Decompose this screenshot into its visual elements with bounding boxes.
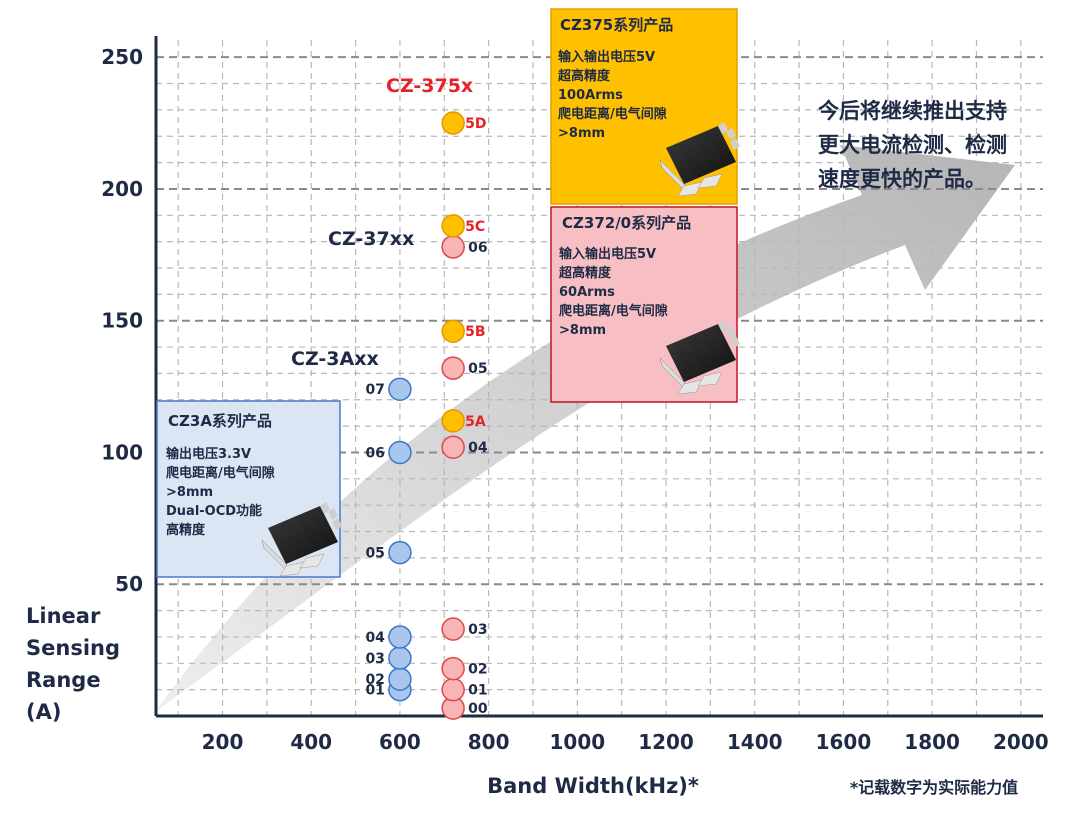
box-title: CZ372/0系列产品 (562, 214, 691, 232)
box-line: 高精度 (166, 522, 206, 538)
data-point (441, 319, 465, 343)
ic-chip-icon (261, 502, 342, 577)
box-line: 输出电压3.3V (166, 446, 251, 462)
data-point-label: 06 (468, 240, 487, 256)
data-point-label: 07 (365, 382, 384, 398)
box-line: >8mm (559, 323, 606, 338)
box-line: >8mm (558, 126, 605, 141)
annotation-line: 速度更快的产品。 (818, 167, 986, 191)
annotation-line: 更大电流检测、检测 (818, 133, 1007, 157)
ic-chip-icon (659, 122, 740, 197)
y-tick-label: 50 (115, 572, 143, 596)
box-line: 输入输出电压5V (558, 49, 655, 65)
box-line: >8mm (166, 485, 213, 500)
x-tick-labels: 200 400 600 800 1000 1200 1400 1600 1800 2000 (202, 730, 1049, 754)
data-point (441, 435, 465, 459)
box-line: 爬电距离/电气间隙 (557, 106, 667, 122)
box-line: 超高精度 (558, 68, 611, 84)
data-point-label: 00 (468, 701, 488, 717)
data-point-label: 02 (468, 662, 487, 678)
x-tick-label: 400 (290, 730, 332, 754)
data-point (388, 667, 412, 691)
box-line: 超高精度 (559, 265, 612, 281)
series-label-cz-3axx: CZ-3Axx (291, 348, 379, 370)
data-point-label: 5B (465, 324, 485, 340)
data-point-label: 03 (365, 651, 384, 667)
data-point (441, 409, 465, 433)
data-point (441, 656, 465, 681)
box-line: 爬电距离/电气间隙 (558, 303, 668, 319)
data-point-label: 05 (365, 546, 384, 562)
data-point-label: 01 (468, 683, 487, 699)
x-tick-label: 600 (379, 730, 421, 754)
y-tick-label: 100 (101, 440, 143, 464)
data-point-label: 05 (468, 361, 487, 377)
x-tick-label: 200 (202, 730, 244, 754)
y-tick-label: 200 (101, 177, 143, 201)
data-point (441, 111, 465, 135)
annotation-line: 今后将继续推出支持 (818, 99, 1007, 123)
box-line: 爬电距离/电气间隙 (165, 465, 275, 481)
x-tick-label: 1200 (638, 730, 694, 754)
data-point (441, 617, 465, 641)
cz372-product-box: CZ372/0系列产品 输入输出电压5V 超高精度 60Arms 爬电距离/电气… (550, 206, 740, 403)
data-point-label: 5C (465, 219, 485, 235)
data-point-label: 5A (465, 414, 486, 430)
x-tick-label: 1800 (904, 730, 960, 754)
box-line: 输入输出电压5V (559, 246, 656, 262)
box-line: 100Arms (558, 88, 623, 103)
y-axis-label-line: Range (26, 668, 101, 692)
x-axis-label: Band Width(kHz)* (487, 774, 699, 798)
y-axis-label-line: Linear (26, 604, 101, 628)
series-label-cz-37xx: CZ-37xx (328, 228, 414, 250)
data-point (441, 214, 465, 238)
data-point (388, 540, 412, 565)
ic-chip-icon (659, 320, 740, 395)
y-tick-label: 250 (101, 45, 143, 69)
x-tick-label: 2000 (993, 730, 1049, 754)
data-point (388, 625, 412, 649)
data-point-label: 02 (365, 672, 384, 688)
data-point (388, 377, 412, 401)
box-title: CZ3A系列产品 (168, 412, 272, 430)
box-line: 60Arms (559, 285, 615, 300)
series-label-cz-375x: CZ-375x (386, 75, 473, 97)
data-point-label: 06 (365, 445, 384, 461)
y-axis-label-line: Sensing (26, 636, 120, 660)
x-tick-label: 800 (468, 730, 510, 754)
data-point (441, 235, 465, 259)
data-point-label: 5D (465, 116, 486, 132)
x-tick-label: 1600 (816, 730, 872, 754)
axes (154, 36, 1043, 718)
data-point (441, 356, 465, 380)
footnote: *记载数字为实际能力值 (850, 778, 1018, 797)
data-point-label: 01 (365, 683, 384, 699)
box-line: Dual-OCD功能 (166, 503, 262, 519)
cz375-product-box: CZ375系列产品 输入输出电压5V 超高精度 100Arms 爬电距离/电气间… (550, 8, 740, 205)
y-tick-labels: 50 100 150 200 250 (101, 45, 143, 596)
data-point-label: 04 (468, 440, 488, 456)
x-tick-label: 1400 (727, 730, 783, 754)
data-point (388, 440, 412, 465)
box-title: CZ375系列产品 (560, 16, 673, 34)
data-point (441, 677, 465, 702)
y-tick-label: 150 (101, 309, 143, 333)
data-point-label: 04 (365, 630, 385, 646)
future-annotation: 今后将继续推出支持 更大电流检测、检测 速度更快的产品。 (818, 99, 1014, 191)
data-point (388, 646, 412, 670)
trend-arrow (155, 145, 1015, 712)
x-tick-label: 1000 (549, 730, 605, 754)
data-point-label: 03 (468, 622, 487, 638)
y-axis-label-line: (A) (26, 700, 61, 724)
cz3a-product-box: CZ3A系列产品 输出电压3.3V 爬电距离/电气间隙 >8mm Dual-OC… (156, 400, 342, 578)
y-axis-label: Linear Sensing Range (A) (26, 604, 127, 724)
